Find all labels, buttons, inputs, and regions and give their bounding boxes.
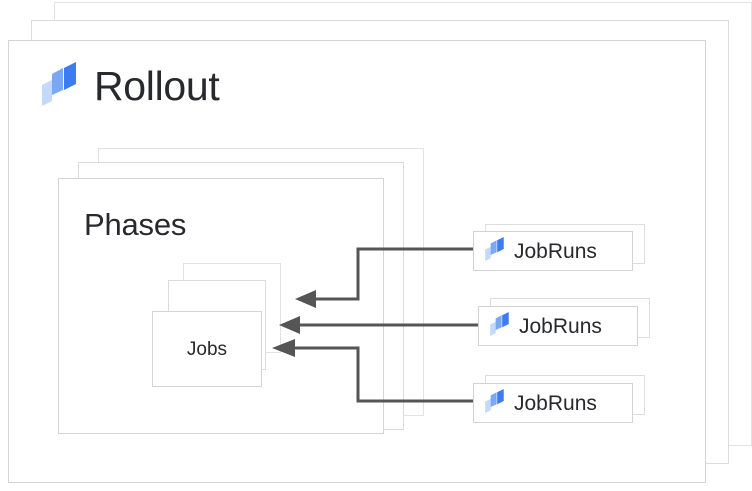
jobs-card-front: Jobs [152,311,262,387]
jobruns-label: JobRuns [514,239,597,263]
rollout-logo-icon [484,388,506,418]
rollout-header: Rollout [40,62,220,111]
jobruns-label: JobRuns [514,391,597,415]
jobs-label: Jobs [186,338,228,360]
jobruns-label: JobRuns [519,314,602,338]
rollout-logo-icon [484,236,506,266]
jobruns-card-2[interactable]: JobRuns [478,306,638,346]
jobruns-card-1[interactable]: JobRuns [473,231,633,271]
rollout-title: Rollout [94,63,220,109]
jobruns-card-3[interactable]: JobRuns [473,383,633,423]
rollout-logo-icon [489,311,511,341]
phases-title: Phases [84,207,187,242]
rollout-logo-icon [40,62,80,111]
